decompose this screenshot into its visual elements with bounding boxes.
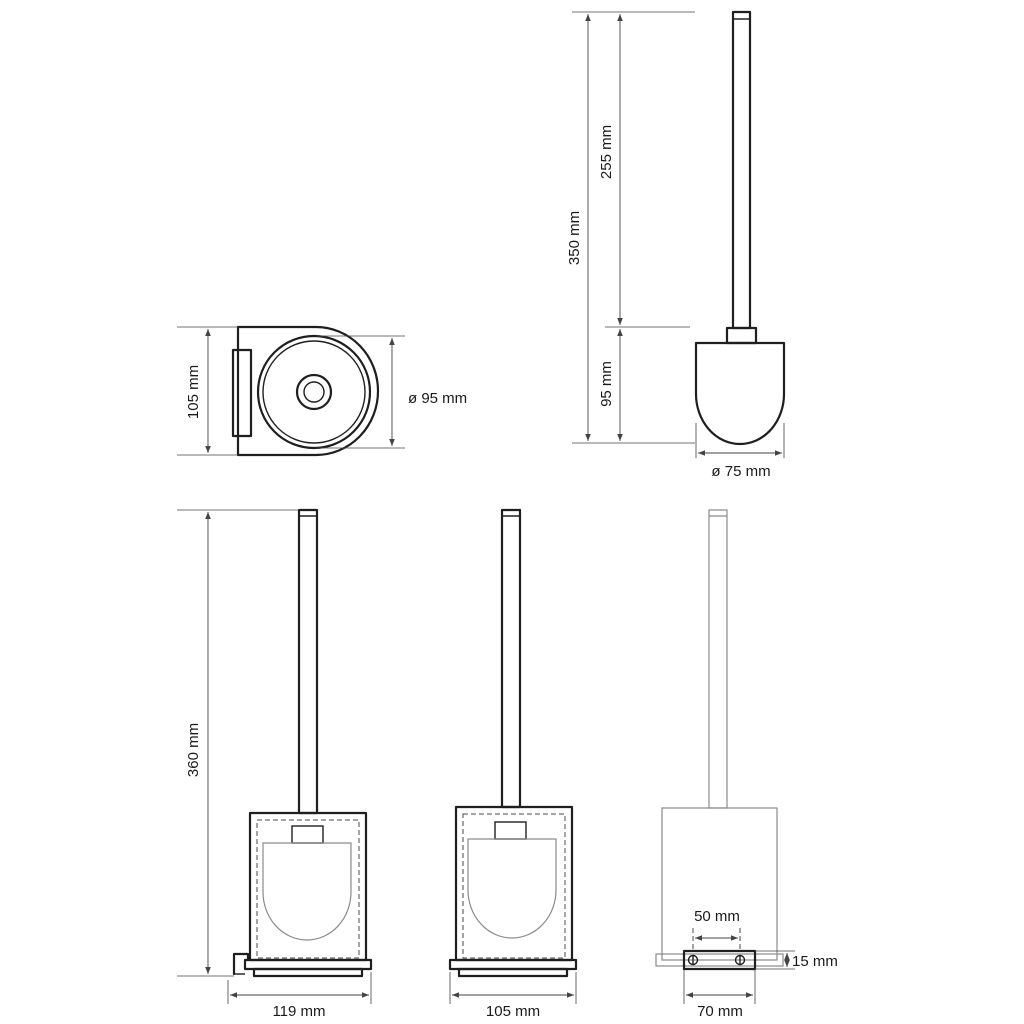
container-inner-1 — [256, 819, 360, 959]
brush-head — [694, 341, 786, 446]
collar-front-1 — [291, 825, 324, 844]
base-plate-1 — [243, 958, 373, 971]
handle-top-outer — [295, 373, 333, 411]
brush-collar — [725, 326, 758, 345]
label-handle-length: 255 mm — [598, 125, 615, 179]
brush-diameter-dimension: ø 75 mm — [695, 423, 785, 480]
container-front-2 — [454, 805, 574, 962]
brush-head-front-1 — [262, 842, 352, 941]
brush-side-view — [694, 10, 786, 446]
container-rear — [661, 807, 778, 961]
label-bracket-width: 70 mm — [697, 1003, 743, 1020]
mounting-bracket — [682, 949, 757, 971]
base-plate-2 — [448, 958, 578, 971]
brush-height-dimensions: 350 mm 255 mm 95 mm — [566, 11, 695, 444]
wall-bracket-front — [232, 952, 250, 976]
label-brush-diameter: ø 75 mm — [711, 463, 770, 480]
front-view-free-standing — [448, 508, 578, 978]
brush-head-front-2 — [467, 838, 557, 939]
label-width-105: 105 mm — [486, 1003, 540, 1020]
top-view — [231, 325, 380, 457]
container-front-1 — [248, 811, 368, 962]
label-mount-spacing: 50 mm — [694, 908, 740, 925]
front-view-with-bracket — [232, 508, 373, 978]
handle-rear — [708, 509, 728, 809]
label-total-height: 360 mm — [185, 723, 202, 777]
collar-front-2 — [494, 821, 527, 840]
label-overall-height: 350 mm — [566, 211, 583, 265]
label-brush-height: 95 mm — [598, 361, 615, 407]
label-bracket-height: 15 mm — [792, 953, 838, 970]
container-inner-2 — [462, 813, 566, 959]
label-width-119: 119 mm — [272, 1003, 325, 1020]
top-view-outline — [236, 325, 380, 457]
wall-bracket-top — [231, 348, 253, 438]
handle-top-inner — [303, 381, 325, 403]
handle-front-1 — [297, 508, 319, 815]
base-foot-2 — [457, 967, 569, 978]
front-view-2-dimensions: 105 mm — [449, 972, 577, 1020]
brush-handle — [731, 10, 752, 330]
container-rim — [256, 334, 372, 450]
rear-view — [655, 509, 784, 971]
label-top-depth: 105 mm — [185, 365, 202, 419]
front-view-1-dimensions: 360 mm 119 mm — [177, 509, 372, 1020]
rear-view-dimensions: 50 mm 15 mm 70 mm — [683, 908, 838, 1020]
base-foot-1 — [252, 967, 364, 978]
top-view-dimensions: 105 mm ø 95 mm — [177, 326, 467, 456]
container-inner-rim — [262, 340, 366, 444]
handle-front-2 — [500, 508, 522, 809]
base-rear — [655, 953, 784, 967]
label-top-diameter: ø 95 mm — [408, 390, 467, 407]
